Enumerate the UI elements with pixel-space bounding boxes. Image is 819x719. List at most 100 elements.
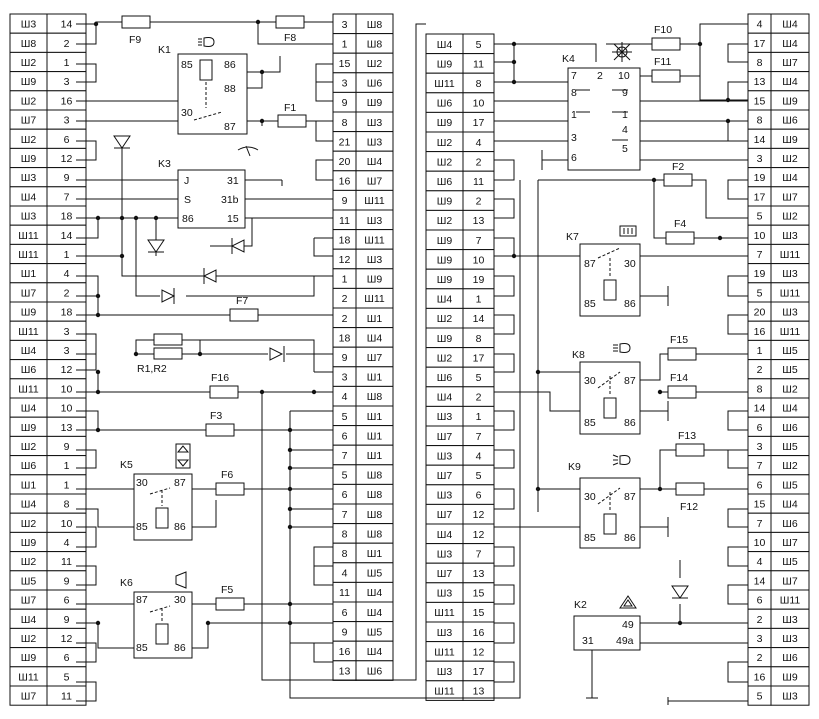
connector-label: Ш4 [437, 39, 453, 51]
connector-label: 4 [64, 537, 70, 549]
connector-label: Ш6 [367, 78, 383, 90]
connector-label: Ш3 [21, 172, 37, 184]
connector-label: Ш2 [367, 58, 383, 70]
connector-label: Ш2 [437, 215, 453, 227]
connector-label: Ш2 [782, 153, 798, 165]
connector-label: Ш3 [367, 136, 383, 148]
connector-label: 7 [342, 509, 348, 521]
connector-label: 10 [61, 383, 73, 395]
connector-label: Ш7 [21, 691, 37, 703]
connector-label: Ш7 [367, 176, 383, 188]
svg-text:J: J [184, 175, 189, 187]
connector-label: 3 [757, 153, 763, 165]
connector-label: Ш3 [782, 633, 798, 645]
connector-label: 2 [342, 313, 348, 325]
connector-label: 10 [61, 518, 73, 530]
svg-text:7: 7 [571, 70, 577, 82]
connector-label: 3 [342, 19, 348, 31]
connector-label: 14 [473, 313, 485, 325]
connector-label: 4 [476, 450, 482, 462]
connector-label: Ш11 [364, 293, 385, 305]
connector-label: 8 [476, 78, 482, 90]
connector-label: Ш9 [782, 671, 798, 683]
connector-label: Ш9 [21, 76, 37, 88]
connector-label: Ш7 [21, 595, 37, 607]
connector-label: Ш2 [21, 134, 37, 146]
svg-text:86: 86 [224, 59, 236, 71]
connector-label: Ш8 [367, 19, 383, 31]
connector-label: Ш2 [437, 156, 453, 168]
svg-text:87: 87 [624, 375, 636, 387]
connector-label: Ш11 [780, 287, 801, 299]
connector-label: Ш4 [21, 191, 37, 203]
svg-text:87: 87 [224, 121, 236, 133]
connector-label: Ш6 [782, 652, 798, 664]
connector-label: 5 [64, 671, 70, 683]
connector-label: Ш9 [437, 117, 453, 129]
fuse-label: F13 [678, 430, 696, 442]
connector-label: Ш5 [782, 556, 798, 568]
connector-label: Ш3 [782, 230, 798, 242]
connector-label: Ш3 [782, 614, 798, 626]
connector-label: 8 [342, 548, 348, 560]
diode-icon [202, 268, 217, 284]
connector-label: Ш9 [437, 254, 453, 266]
connector-label: 7 [476, 548, 482, 560]
connector-label: 18 [61, 307, 73, 319]
connector-label: 1 [476, 294, 482, 306]
connector-label: 6 [64, 134, 70, 146]
connector-label: Ш9 [21, 537, 37, 549]
connector-label: 8 [342, 117, 348, 129]
connector-label: Ш7 [21, 115, 37, 127]
connector-label: 2 [476, 196, 482, 208]
connector-label: Ш5 [367, 568, 383, 580]
connector-label: Ш4 [367, 646, 383, 658]
connector-label: 7 [476, 431, 482, 443]
connector-label: Ш6 [21, 460, 37, 472]
connector-label: 6 [64, 595, 70, 607]
connector-label: 8 [757, 115, 763, 127]
high-beam-lamp-icon [613, 343, 631, 353]
connector-label: 3 [64, 76, 70, 88]
relay-label: K3 [158, 158, 171, 170]
connector-label: Ш4 [782, 499, 798, 511]
connector-label: 17 [473, 352, 485, 364]
connector-label: 11 [473, 176, 484, 188]
connector-label: Ш2 [782, 460, 798, 472]
svg-text:6: 6 [571, 152, 577, 164]
connector-label: Ш4 [437, 392, 453, 404]
connector-label: Ш8 [367, 470, 383, 482]
connector-label: 18 [339, 332, 351, 344]
connector-label: Ш2 [21, 518, 37, 530]
connector-label: Ш3 [367, 117, 383, 129]
diode-icon [147, 239, 165, 253]
connector-label: 5 [757, 691, 763, 703]
connector-label: Ш7 [21, 287, 37, 299]
connector-label: Ш11 [434, 646, 455, 658]
svg-text:86: 86 [182, 213, 194, 225]
fog-lamp-icon [612, 454, 631, 466]
svg-text:30: 30 [624, 258, 636, 270]
connector-label: 10 [61, 403, 73, 415]
connector-label: Ш9 [21, 153, 37, 165]
connector-label: Ш2 [21, 633, 37, 645]
relay-label: K8 [572, 349, 585, 361]
connector-cell [46, 685, 87, 706]
connector-label: Ш7 [437, 470, 453, 482]
connector-label: 9 [64, 575, 70, 587]
connector-label: 2 [476, 156, 482, 168]
connector-label: 14 [754, 134, 766, 146]
fuse-label: F9 [129, 34, 141, 46]
connector-label: 18 [339, 234, 351, 246]
connector-label: Ш7 [437, 431, 453, 443]
connector-label: 20 [754, 307, 766, 319]
connector-label: Ш6 [21, 364, 37, 376]
connector-label: 6 [342, 607, 348, 619]
connector-label: 5 [342, 470, 348, 482]
connector-label: Ш11 [434, 607, 455, 619]
connector-label: 9 [64, 441, 70, 453]
connector-label: 12 [473, 529, 485, 541]
connector-label: Ш4 [437, 529, 453, 541]
